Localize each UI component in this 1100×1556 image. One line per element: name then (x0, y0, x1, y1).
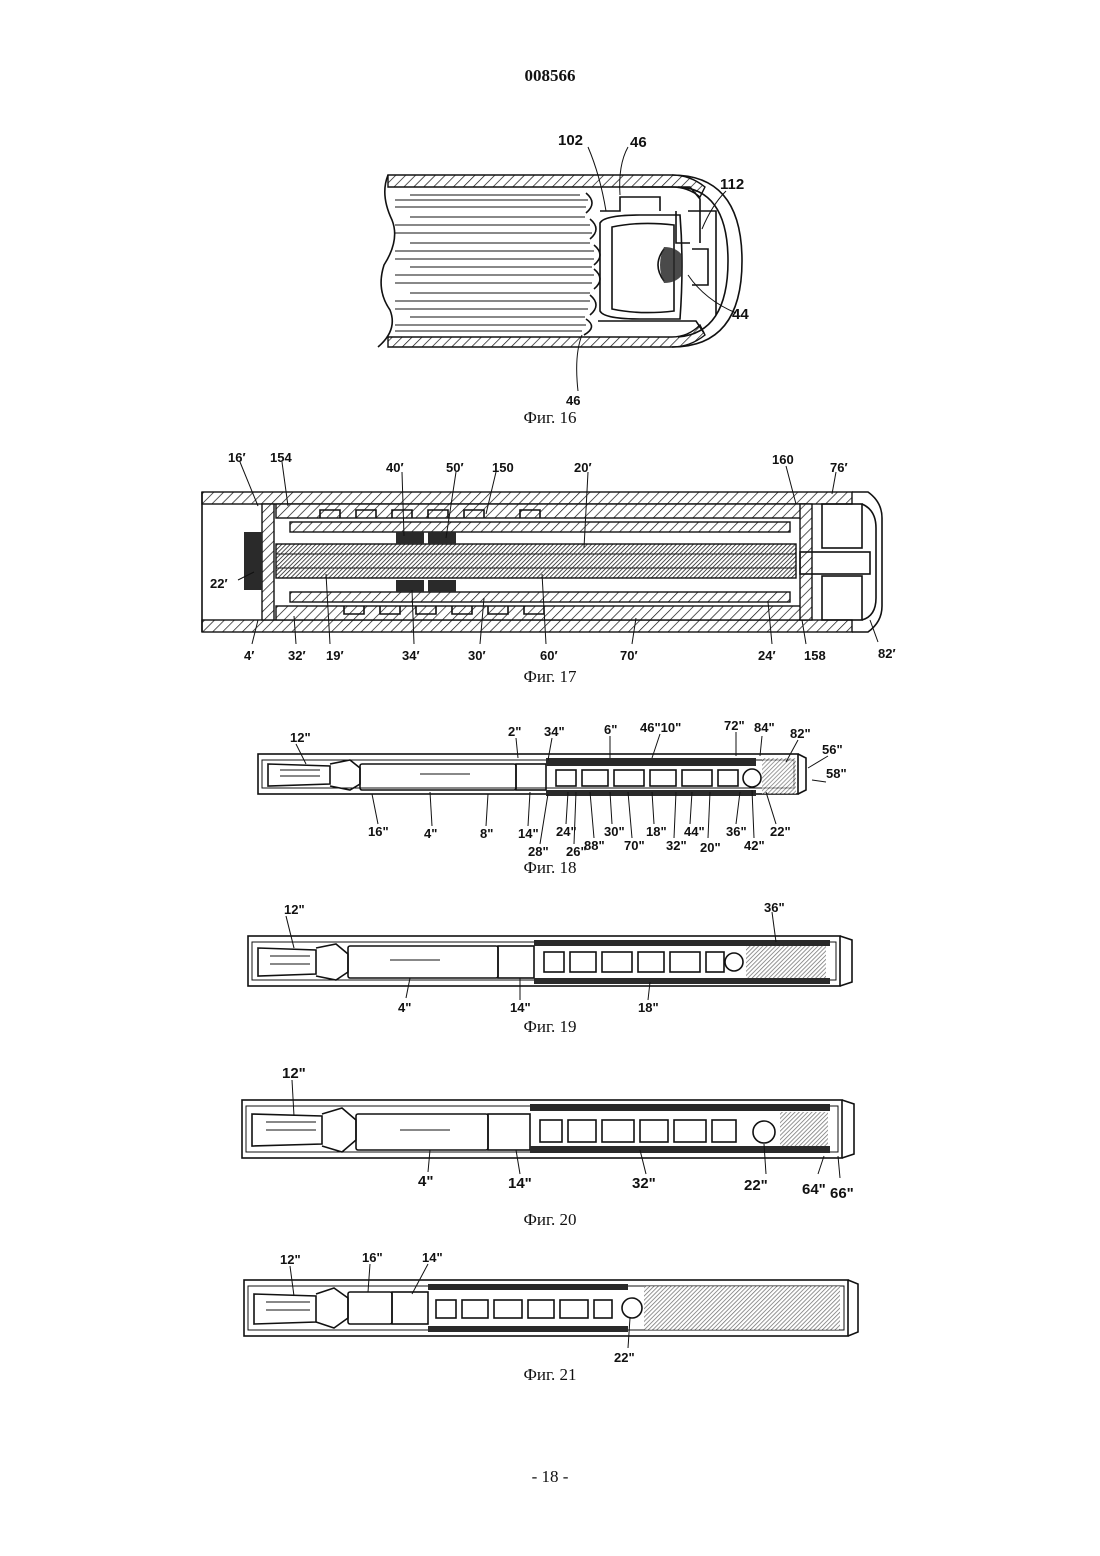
label-24p: 24′ (758, 648, 776, 663)
figure-20-caption: Фиг. 20 (0, 1210, 1100, 1230)
label-42: 42" (744, 838, 765, 853)
label-32: 32" (632, 1175, 656, 1192)
label-12: 12" (280, 1252, 301, 1267)
label-150: 150 (492, 460, 514, 475)
label-2: 2" (508, 724, 521, 739)
label-14: 14" (422, 1250, 443, 1265)
figure-20-drawing: 12" 4" 14" 32" 22" 64" 66" (0, 1058, 1100, 1208)
label-34: 34" (544, 724, 565, 739)
label-154: 154 (270, 450, 292, 465)
label-158: 158 (804, 648, 826, 663)
label-14: 14" (518, 826, 539, 841)
label-22p: 22′ (210, 576, 228, 591)
figure-17-caption: Фиг. 17 (0, 667, 1100, 687)
label-8: 8" (480, 826, 493, 841)
label-14: 14" (510, 1000, 531, 1015)
figure-21-caption: Фиг. 21 (0, 1365, 1100, 1385)
label-22: 22" (770, 824, 791, 839)
label-4: 4" (424, 826, 437, 841)
label-36: 36" (764, 900, 785, 915)
label-50p: 50′ (446, 460, 464, 475)
label-44: 44" (684, 824, 705, 839)
label-64: 64" (802, 1181, 826, 1198)
label-66: 66" (830, 1185, 854, 1202)
label-16: 16" (368, 824, 389, 839)
figure-18-caption: Фиг. 18 (0, 858, 1100, 878)
label-76p: 76′ (830, 460, 848, 475)
label-56: 56" (822, 742, 843, 757)
label-12: 12" (284, 902, 305, 917)
label-88: 88" (584, 838, 605, 853)
label-58: 58" (826, 766, 847, 781)
label-44: 44 (732, 306, 749, 323)
document-number: 008566 (0, 66, 1100, 86)
label-14: 14" (508, 1175, 532, 1192)
label-30: 30" (604, 824, 625, 839)
label-16: 16" (362, 1250, 383, 1265)
label-60p: 60′ (540, 648, 558, 663)
label-4: 4" (418, 1173, 433, 1190)
label-70p: 70′ (620, 648, 638, 663)
figure-19-caption: Фиг. 19 (0, 1017, 1100, 1037)
label-12: 12" (282, 1065, 306, 1082)
label-28: 28" (528, 844, 549, 859)
label-82p: 82′ (878, 646, 896, 661)
figure-18-drawing: 12" 2" 34" 6" 46"10" 72" 84" 82" 56" 58"… (0, 708, 1100, 858)
label-34p: 34′ (402, 648, 420, 663)
label-160: 160 (772, 452, 794, 467)
label-102: 102 (558, 132, 583, 149)
label-20p: 20′ (574, 460, 592, 475)
label-70: 70" (624, 838, 645, 853)
figure-21-drawing: 12" 16" 14" 22" (0, 1248, 1100, 1368)
label-18: 18" (638, 1000, 659, 1015)
label-46-10: 46"10" (640, 720, 681, 735)
label-32: 32" (666, 838, 687, 853)
label-36: 36" (726, 824, 747, 839)
label-72: 72" (724, 718, 745, 733)
label-22: 22" (744, 1177, 768, 1194)
label-22: 22" (614, 1350, 635, 1365)
label-6: 6" (604, 722, 617, 737)
label-40p: 40′ (386, 460, 404, 475)
label-4p: 4′ (244, 648, 254, 663)
figure-17-drawing: 16′ 154 40′ 50′ 150 20′ 160 76′ 22′ 4′ 3… (0, 448, 1100, 670)
label-19p: 19′ (326, 648, 344, 663)
label-4: 4" (398, 1000, 411, 1015)
label-32p: 32′ (288, 648, 306, 663)
label-84: 84" (754, 720, 775, 735)
label-18: 18" (646, 824, 667, 839)
label-46-bottom: 46 (566, 393, 580, 408)
figure-19-drawing: 12" 36" 4" 14" 18" (0, 898, 1100, 1018)
label-16p: 16′ (228, 450, 246, 465)
label-20: 20" (700, 840, 721, 855)
label-112: 112 (720, 176, 744, 193)
page-number: - 18 - (0, 1467, 1100, 1487)
label-12: 12" (290, 730, 311, 745)
label-82: 82" (790, 726, 811, 741)
label-46-top: 46 (630, 134, 647, 151)
figure-16-caption: Фиг. 16 (0, 408, 1100, 428)
figure-16-drawing: 102 46 112 44 46 (0, 125, 1100, 410)
label-30p: 30′ (468, 648, 486, 663)
label-24: 24" (556, 824, 577, 839)
